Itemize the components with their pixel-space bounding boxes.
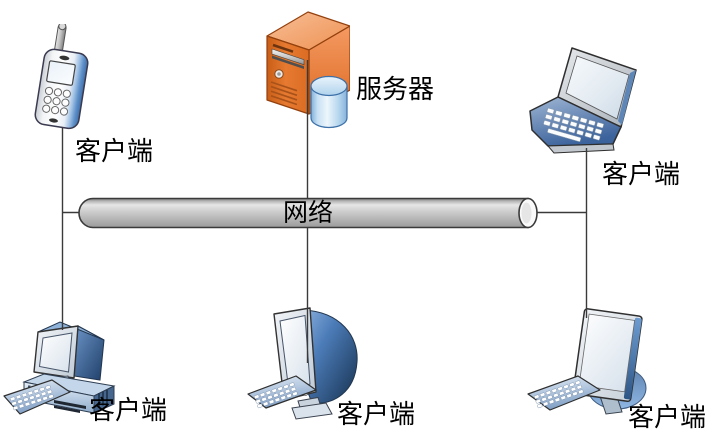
label-client-phone: 客户端: [75, 136, 154, 166]
crt-monitor-icon: [246, 304, 364, 428]
label-client-crt: 客户端: [337, 399, 416, 429]
label-client-desktop: 客户端: [89, 395, 168, 425]
label-server: 服务器: [356, 74, 435, 104]
network-pipe: [76, 196, 542, 230]
laptop-icon: [524, 44, 648, 166]
mobile-phone-icon: [30, 24, 100, 136]
database-icon: [308, 74, 350, 130]
label-client-laptop: 客户端: [602, 159, 681, 189]
label-client-lcd: 客户端: [628, 402, 707, 432]
desktop-pc-icon: [2, 316, 120, 426]
label-network: 网络: [283, 199, 334, 227]
lcd-monitor-icon: [522, 304, 652, 430]
